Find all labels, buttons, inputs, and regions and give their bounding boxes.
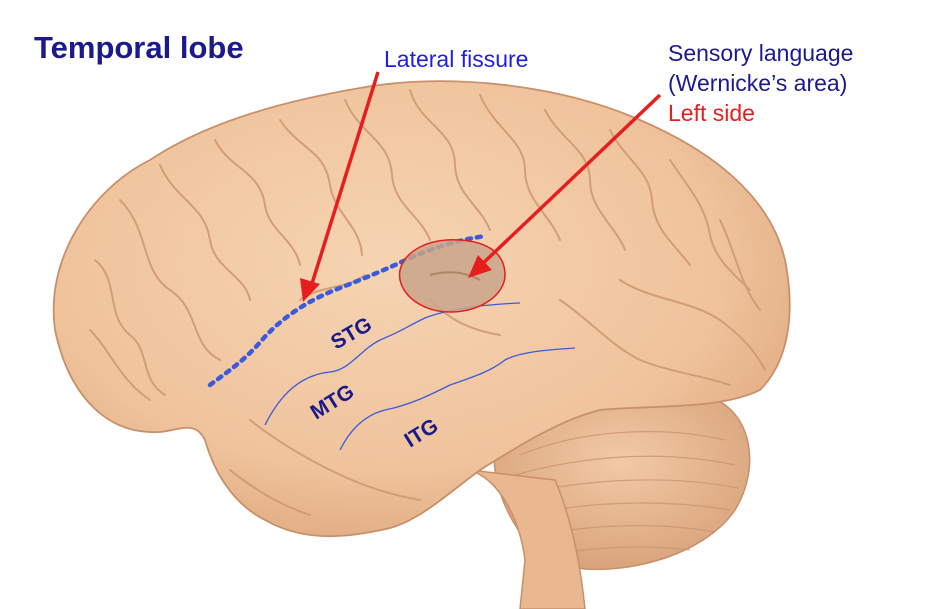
lateral-fissure-label: Lateral fissure [384, 46, 529, 72]
wernicke-arrow [468, 93, 662, 278]
left-side-label: Left side [668, 100, 755, 126]
lateral-fissure-arrow [300, 71, 380, 302]
wernicke-label: Sensory language (Wernicke’s area) Left … [668, 38, 853, 128]
brain-stem [469, 469, 586, 609]
wernicke-label-line2: (Wernicke’s area) [668, 70, 848, 96]
wernicke-area [398, 239, 506, 313]
slide-title: Temporal lobe [34, 30, 244, 65]
wernicke-label-line1: Sensory language [668, 40, 854, 66]
mtg-itg-boundary [339, 347, 576, 451]
cerebrum [52, 80, 791, 538]
